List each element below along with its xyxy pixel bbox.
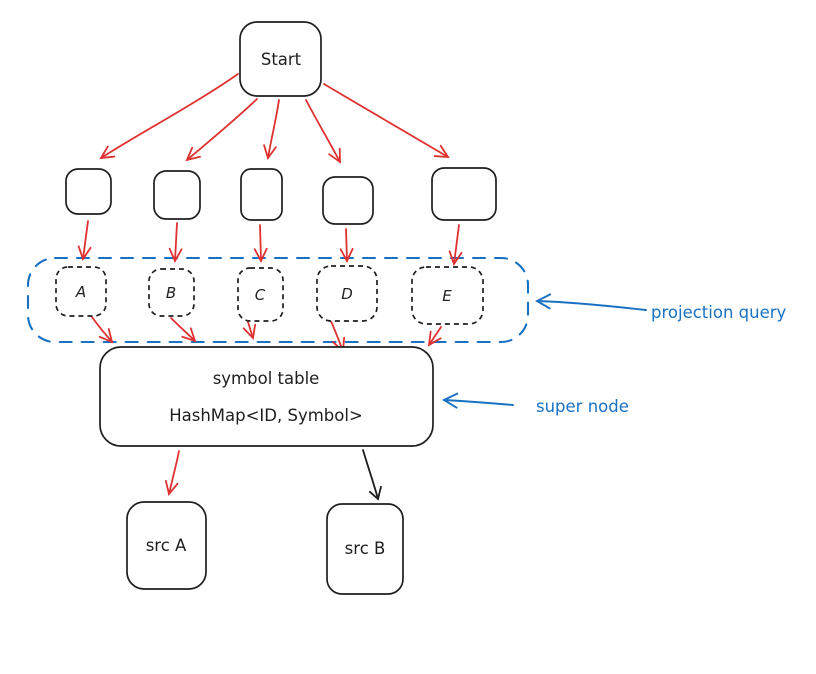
start-box bbox=[239, 21, 322, 97]
intermediate-nodes bbox=[65, 167, 497, 225]
arrows-projection-to-symbol-table bbox=[91, 316, 442, 351]
projection-query-annotation-label: projection query bbox=[651, 303, 787, 322]
intermediate-node-2 bbox=[153, 170, 201, 220]
start-label: Start bbox=[261, 50, 302, 69]
arrow-node1-to-a bbox=[83, 220, 88, 259]
arrow-start-to-node-1 bbox=[101, 73, 239, 158]
intermediate-node-1 bbox=[65, 168, 112, 215]
arrow-a-to-symbol-table bbox=[91, 316, 112, 342]
projection-node-c-box bbox=[237, 267, 284, 322]
arrows-intermediate-to-projection bbox=[83, 220, 459, 264]
arrow-b-to-symbol-table bbox=[170, 317, 195, 341]
arrow-start-to-node-2 bbox=[187, 98, 258, 160]
symbol-table-title: symbol table bbox=[213, 369, 320, 388]
node-src-a: src A bbox=[126, 501, 207, 590]
projection-node-b-box bbox=[148, 268, 195, 317]
arrow-symbol-table-to-src-a bbox=[169, 450, 180, 494]
projection-node-a-box bbox=[55, 266, 107, 317]
projection-node-e-box bbox=[411, 266, 484, 325]
projection-node-a-label: A bbox=[75, 283, 86, 301]
node-start: Start bbox=[239, 21, 322, 97]
projection-query-annotation-arrow bbox=[534, 293, 647, 311]
arrows-start-to-intermediate bbox=[101, 73, 448, 162]
src-b-box bbox=[326, 503, 404, 595]
arrow-node3-to-c bbox=[260, 224, 261, 261]
arrow-c-to-symbol-table bbox=[248, 321, 253, 338]
node-src-b: src B bbox=[326, 503, 404, 595]
intermediate-node-3 bbox=[240, 168, 283, 221]
symbol-table-subtitle: HashMap<ID, Symbol> bbox=[169, 406, 363, 425]
src-a-box bbox=[126, 501, 207, 590]
src-b-label: src B bbox=[345, 539, 386, 558]
arrow-node2-to-b bbox=[175, 222, 177, 261]
symbol-table-box bbox=[99, 346, 434, 447]
arrow-start-to-node-5 bbox=[323, 83, 448, 157]
arrow-e-to-symbol-table bbox=[429, 326, 442, 345]
src-a-label: src A bbox=[146, 536, 187, 555]
arrow-node5-to-e bbox=[454, 224, 459, 264]
super-node-annotation-label: super node bbox=[536, 397, 629, 416]
projection-node-d-label: D bbox=[341, 285, 353, 303]
projection-node-d-box bbox=[316, 265, 378, 322]
projection-node-c-label: C bbox=[255, 286, 266, 304]
projection-node-b-label: B bbox=[166, 284, 176, 302]
arrow-symbol-table-to-src-b bbox=[362, 449, 382, 501]
arrow-start-to-node-4 bbox=[305, 99, 340, 162]
projection-query-group-outline bbox=[26, 256, 530, 344]
super-node-annotation-arrow bbox=[441, 392, 514, 409]
projection-nodes: A B C D E bbox=[55, 265, 484, 325]
node-symbol-table: symbol table HashMap<ID, Symbol> bbox=[99, 346, 434, 447]
intermediate-node-4 bbox=[322, 176, 374, 225]
projection-node-e-label: E bbox=[442, 287, 452, 305]
arrow-node4-to-d bbox=[346, 228, 347, 261]
arrow-start-to-node-3 bbox=[268, 99, 280, 158]
intermediate-node-5 bbox=[431, 167, 497, 221]
